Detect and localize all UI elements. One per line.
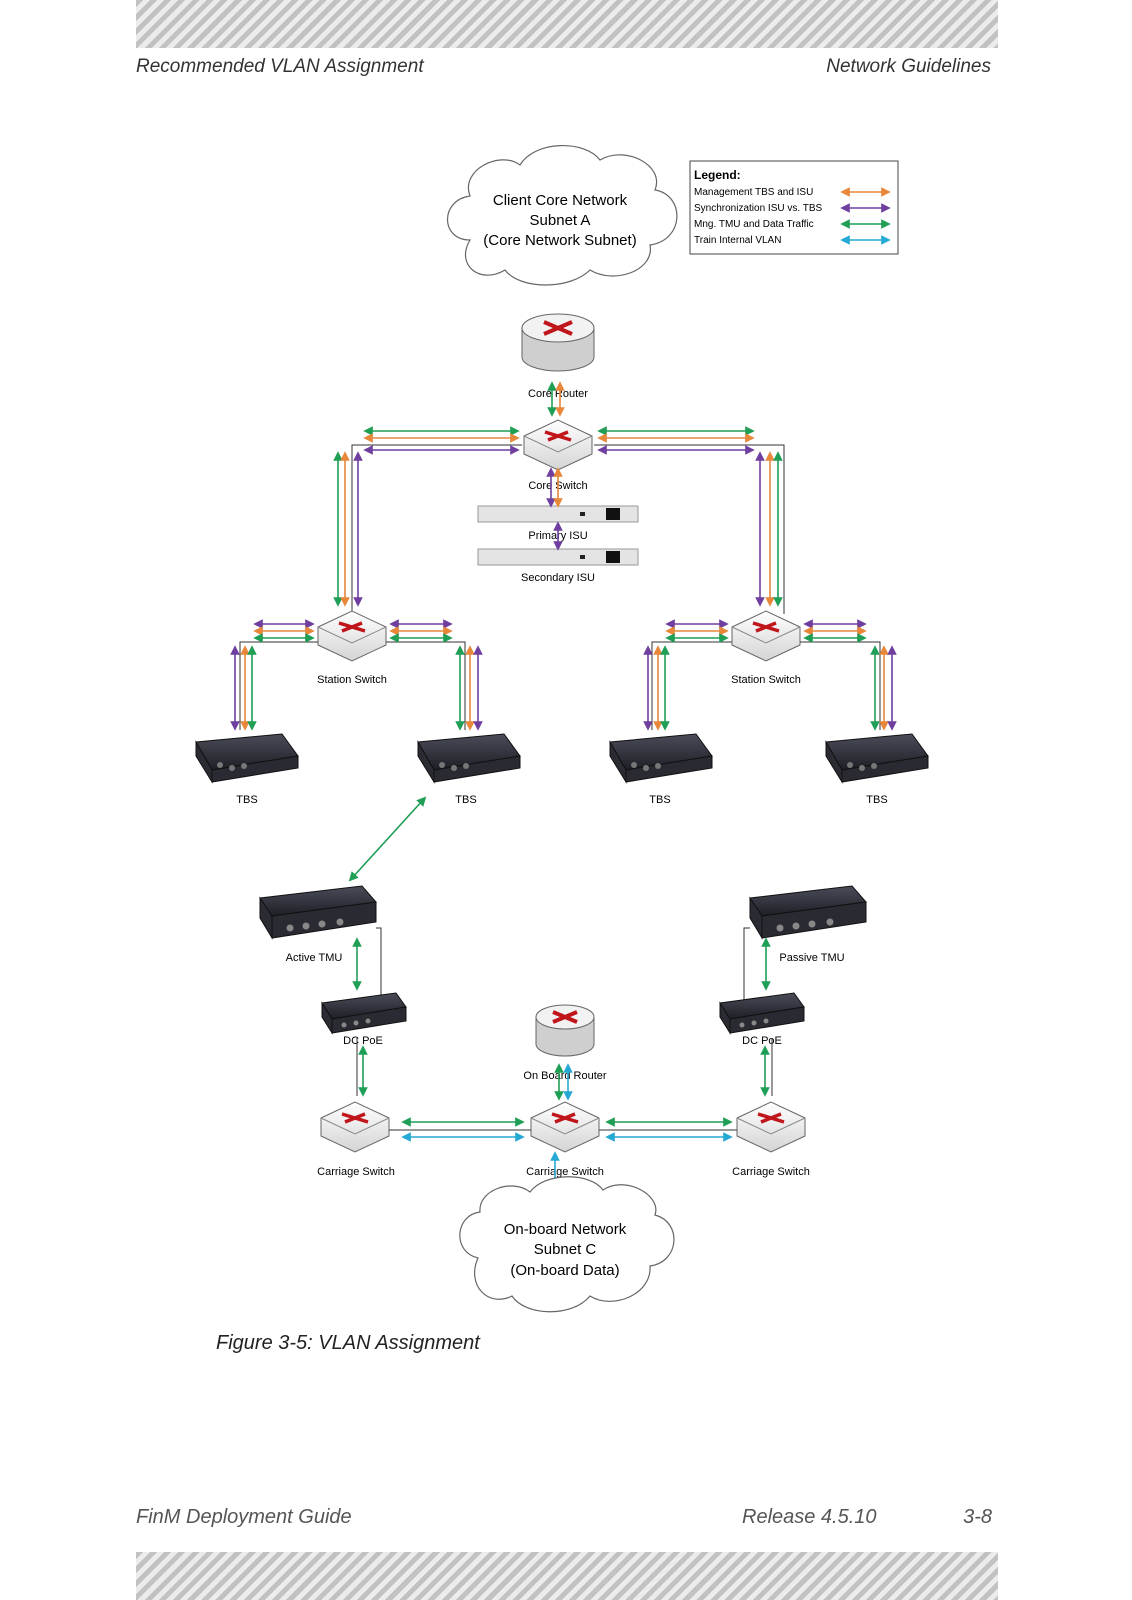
legend-item-train-internal: Train Internal VLAN: [694, 235, 781, 246]
carriage-switch-right-label: Carriage Switch: [732, 1166, 810, 1178]
legend-title: Legend:: [694, 168, 741, 182]
tbs-3-icon: [609, 733, 713, 784]
active-tmu-icon: [259, 885, 377, 940]
tbs-4-icon: [825, 733, 929, 784]
tbs-1-label: TBS: [236, 794, 257, 806]
tbs-2-icon: [417, 733, 521, 784]
station-switch-left-icon: [317, 610, 387, 662]
legend: Legend: Management TBS and ISU Synchroni…: [689, 160, 899, 255]
onboard-cloud-line2: Subnet C: [534, 1241, 597, 1258]
carriage-switch-right-icon: [736, 1101, 806, 1153]
dc-poe-right-icon: [719, 992, 805, 1035]
legend-item-management: Management TBS and ISU: [694, 187, 813, 198]
primary-isu-icon: [477, 505, 639, 523]
station-switch-right-icon: [731, 610, 801, 662]
dc-poe-right-label: DC PoE: [742, 1035, 782, 1047]
station-switch-right-label: Station Switch: [731, 674, 801, 686]
header-section-title: Recommended VLAN Assignment: [136, 56, 424, 77]
secondary-isu-icon: [477, 548, 639, 566]
core-switch-icon: [523, 419, 593, 471]
carriage-switch-left-icon: [320, 1101, 390, 1153]
onboard-router-icon: [535, 1004, 595, 1057]
tbs-3-label: TBS: [649, 794, 670, 806]
footer-page-number: 3-8: [963, 1506, 992, 1528]
tbs-1-icon: [195, 733, 299, 784]
dc-poe-left-icon: [321, 992, 407, 1035]
client-core-cloud: Client Core Network Subnet A (Core Netwo…: [447, 144, 678, 286]
tbs-2-label: TBS: [455, 794, 476, 806]
carriage-switch-center-icon: [530, 1101, 600, 1153]
passive-tmu-label: Passive TMU: [779, 952, 844, 964]
secondary-isu-label: Secondary ISU: [521, 572, 595, 584]
figure-caption: Figure 3-5: VLAN Assignment: [216, 1332, 480, 1354]
header-hatch-band: [136, 0, 998, 48]
onboard-network-cloud: On-board Network Subnet C (On-board Data…: [459, 1176, 675, 1313]
active-tmu-label: Active TMU: [286, 952, 343, 964]
footer-hatch-band: [136, 1552, 998, 1600]
core-router-label: Core Router: [528, 388, 588, 400]
legend-item-mng-tmu: Mng. TMU and Data Traffic: [694, 219, 814, 230]
client-cloud-line2: Subnet A: [530, 212, 591, 229]
legend-item-synchronization: Synchronization ISU vs. TBS: [694, 203, 823, 214]
footer-release: Release 4.5.10: [742, 1506, 877, 1528]
passive-tmu-icon: [749, 885, 867, 940]
client-cloud-line1: Client Core Network: [493, 192, 628, 209]
carriage-switch-center-label: Carriage Switch: [526, 1166, 604, 1178]
dc-poe-left-label: DC PoE: [343, 1035, 383, 1047]
client-cloud-line3: (Core Network Subnet): [483, 232, 636, 249]
onboard-cloud-line1: On-board Network: [504, 1221, 627, 1238]
tbs-4-label: TBS: [866, 794, 887, 806]
core-router-icon: [521, 313, 595, 372]
onboard-router-label: On Board Router: [523, 1070, 606, 1082]
station-switch-left-label: Station Switch: [317, 674, 387, 686]
carriage-switch-left-label: Carriage Switch: [317, 1166, 395, 1178]
vlan-assignment-diagram: Client Core Network Subnet A (Core Netwo…: [195, 144, 929, 1313]
footer-guide-title: FinM Deployment Guide: [136, 1506, 352, 1528]
header-chapter-title: Network Guidelines: [826, 56, 991, 77]
wireless-link-arrow: [348, 796, 427, 882]
onboard-cloud-line3: (On-board Data): [510, 1262, 619, 1279]
